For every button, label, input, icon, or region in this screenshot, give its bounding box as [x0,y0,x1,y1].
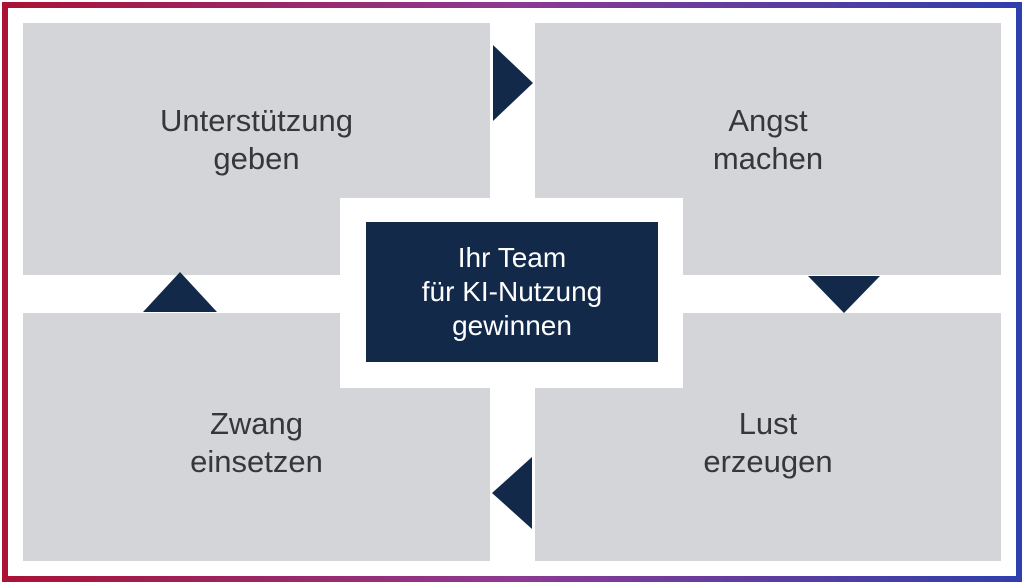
quadrant-bottom-right-label: Lust erzeugen [703,406,833,479]
arrow-right-icon [493,45,533,121]
quadrant-top-left-label: Unterstützung geben [160,103,353,176]
center-goal-label: Ihr Team für KI-Nutzung gewinnen [421,242,603,341]
center-goal-box: Ihr Team für KI-Nutzung gewinnen [366,222,658,362]
quadrant-top-right-label: Angst machen [712,103,824,176]
arrow-up-icon [143,272,217,312]
arrow-down-icon [808,276,880,313]
quadrant-bottom-left-label: Zwang einsetzen [190,406,323,479]
arrow-left-icon [492,457,532,529]
